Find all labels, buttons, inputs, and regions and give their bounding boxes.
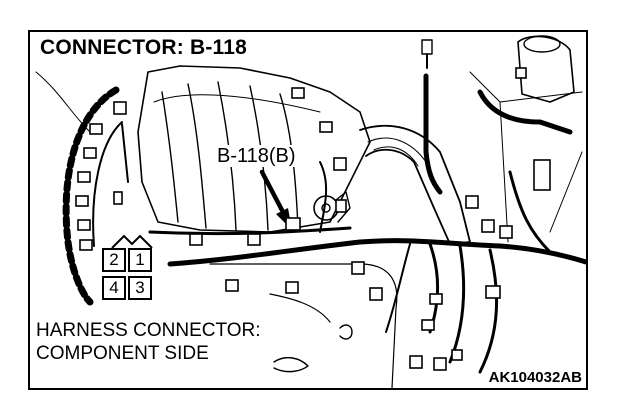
pin-4: 4	[102, 276, 126, 300]
connector-key	[111, 234, 153, 249]
intake-runner-1	[161, 91, 179, 223]
engine-bay-illustration	[35, 35, 586, 388]
intake-manifold	[137, 65, 371, 233]
left-harness	[62, 86, 120, 306]
diagram-frame: CONNECTOR: B-118 B-118(B) 2 1 4 3 HARNES…	[28, 30, 588, 390]
callout-arrow-shaft	[259, 169, 287, 217]
footer-component-side: COMPONENT SIDE	[36, 343, 209, 364]
pin-3: 3	[128, 276, 152, 300]
connector-callout-label: B-118(B)	[214, 145, 299, 167]
pin-2: 2	[102, 248, 126, 272]
figure-code: AK104032AB	[486, 369, 584, 386]
intake-duct	[359, 124, 471, 245]
intake-runner-2	[187, 83, 207, 229]
connector-b118	[285, 217, 301, 231]
diagram-title: CONNECTOR: B-118	[36, 36, 254, 60]
footer-harness-connector: HARNESS CONNECTOR:	[36, 320, 261, 341]
pin-1: 1	[128, 248, 152, 272]
main-harness	[167, 238, 586, 267]
